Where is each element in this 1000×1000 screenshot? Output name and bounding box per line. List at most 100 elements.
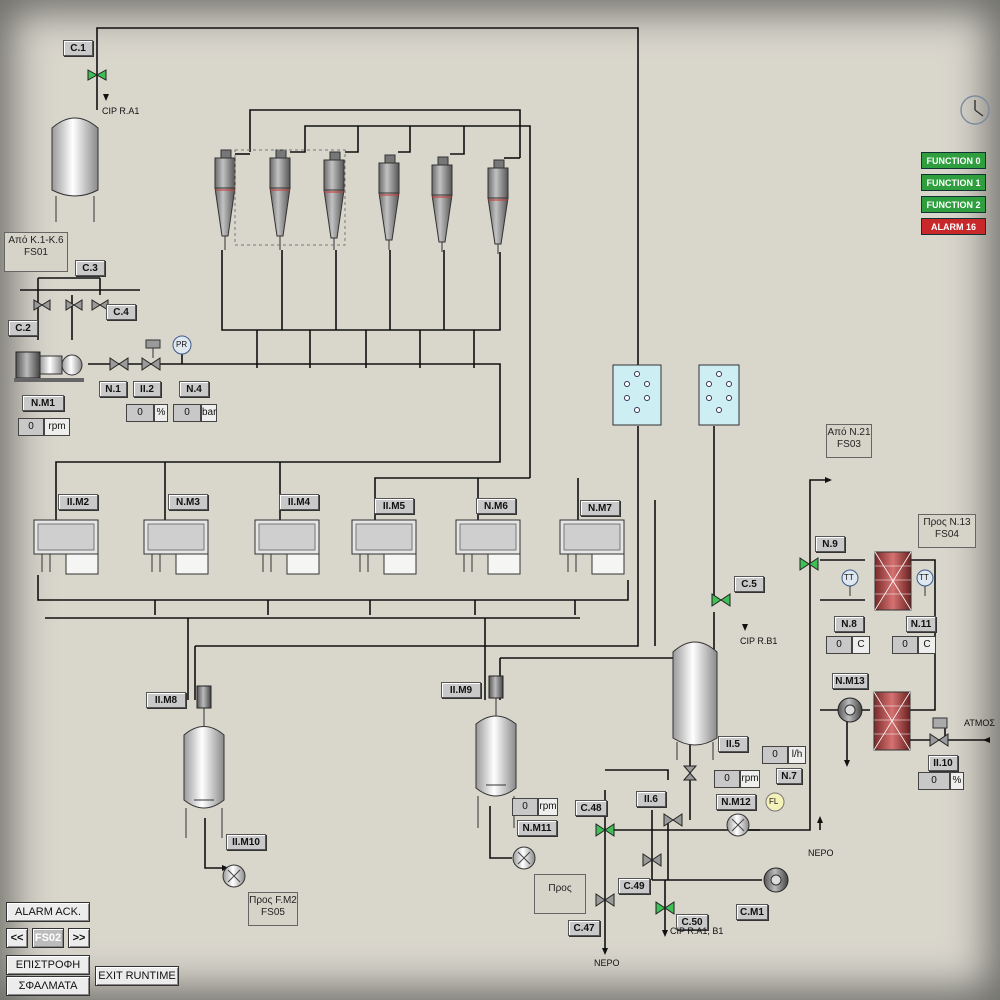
tag-nm5[interactable]: II.M5 — [374, 498, 414, 514]
tag-c3[interactable]: C.3 — [75, 260, 105, 276]
tag-nm10[interactable]: II.M10 — [226, 834, 266, 850]
filter-box-1 — [612, 364, 662, 426]
tag-c49[interactable]: C.49 — [618, 878, 650, 894]
pump-nm11 — [512, 846, 536, 870]
value-n7-flow: 0 — [762, 746, 788, 764]
status-function-1: FUNCTION 1 — [921, 174, 986, 191]
cyclone-5 — [431, 156, 453, 252]
dryer-unit-5 — [455, 519, 521, 575]
valves — [33, 69, 949, 915]
label-cip-b1: CIP R.B1 — [740, 636, 778, 646]
tag-n11[interactable]: N.11 — [906, 616, 936, 632]
label-atmos: ΑΤΜΟΣ — [964, 718, 995, 728]
value-n10-opening: 0 — [918, 772, 950, 790]
valve-c49 — [642, 853, 662, 867]
unit-nm1-speed: rpm — [44, 418, 70, 436]
value-nm1-speed: 0 — [18, 418, 44, 436]
tag-n9[interactable]: N.9 — [815, 536, 845, 552]
heat-exchanger-1 — [874, 551, 912, 611]
alarm-ack-button[interactable]: ALARM ACK. — [6, 902, 90, 922]
tag-c5[interactable]: C.5 — [734, 576, 764, 592]
label-nero-1: ΝΕΡΟ — [808, 848, 834, 858]
tag-nm1[interactable]: N.M1 — [22, 395, 64, 411]
tag-nm8[interactable]: II.M8 — [146, 692, 186, 708]
tag-c1[interactable]: C.1 — [63, 40, 93, 56]
valve-k1 — [65, 299, 83, 311]
unit-nm12-speed: rpm — [740, 770, 760, 788]
unit-nm11-speed: rpm — [538, 798, 558, 816]
mixer-nm8 — [183, 685, 225, 838]
valve-n9 — [799, 557, 819, 571]
value-n8-temp: 0 — [826, 636, 852, 654]
status-alarm-16: ALARM 16 — [921, 218, 986, 235]
dryer-unit-3 — [254, 519, 320, 575]
tag-nm9[interactable]: II.M9 — [441, 682, 481, 698]
cyclone-3 — [323, 151, 345, 250]
dryer-units — [33, 519, 625, 575]
tag-c48[interactable]: C.48 — [575, 800, 607, 816]
unit-n8-temp: C — [852, 636, 870, 654]
cyclone-6 — [487, 159, 509, 254]
link-pros[interactable]: Προς — [534, 874, 586, 914]
valve-c3 — [33, 299, 51, 311]
pump-nm12 — [726, 813, 750, 837]
blower-cm1 — [763, 867, 789, 893]
unit-n2-opening: % — [154, 404, 168, 422]
prev-screen-button[interactable]: << — [6, 928, 28, 948]
tag-nm12[interactable]: N.M12 — [716, 794, 756, 810]
back-button[interactable]: ΕΠΙΣΤΡΟΦΗ — [6, 955, 90, 975]
value-n2-opening: 0 — [126, 404, 154, 422]
tag-c2[interactable]: C.2 — [8, 320, 38, 336]
unit-n4-pressure: bar — [201, 404, 217, 422]
tag-n10[interactable]: II.10 — [928, 755, 958, 771]
tag-c47[interactable]: C.47 — [568, 920, 600, 936]
tag-n8[interactable]: N.8 — [834, 616, 864, 632]
cyclone-group-outline — [234, 149, 346, 246]
tag-cm1[interactable]: C.M1 — [736, 904, 768, 920]
valve-n5 — [682, 765, 698, 781]
status-function-2: FUNCTION 2 — [921, 196, 986, 213]
mixer-nm9 — [475, 675, 517, 828]
tag-n1[interactable]: N.1 — [99, 381, 127, 397]
clock-icon — [960, 95, 990, 125]
heat-exchanger-2 — [873, 691, 911, 751]
tag-nm4[interactable]: II.M4 — [279, 494, 319, 510]
tag-nm2[interactable]: II.M2 — [58, 494, 98, 510]
valve-n2 — [141, 357, 161, 371]
blower-nm13 — [837, 697, 863, 723]
tag-n4[interactable]: N.4 — [179, 381, 209, 397]
cyclone-1 — [214, 149, 236, 250]
tag-n7[interactable]: N.7 — [776, 768, 802, 784]
exit-runtime-button[interactable]: EXIT RUNTIME — [95, 966, 179, 986]
tag-n5[interactable]: II.5 — [718, 736, 748, 752]
tag-c4[interactable]: C.4 — [106, 304, 136, 320]
label-cip-a1-b1: CIP R.A1, B1 — [670, 926, 724, 936]
dryer-unit-1 — [33, 519, 99, 575]
tag-nm11[interactable]: N.M11 — [517, 820, 557, 836]
value-n4-pressure: 0 — [173, 404, 201, 422]
valve-c47 — [595, 893, 615, 907]
errors-button[interactable]: ΣΦΑΛΜΑΤΑ — [6, 976, 90, 996]
tag-nm7[interactable]: N.M7 — [580, 500, 620, 516]
value-n11-temp: 0 — [892, 636, 918, 654]
tag-nm3[interactable]: N.M3 — [168, 494, 208, 510]
tag-nm6[interactable]: N.M6 — [476, 498, 516, 514]
tag-n6[interactable]: II.6 — [636, 791, 666, 807]
dryer-unit-2 — [143, 519, 209, 575]
tag-nm13[interactable]: N.M13 — [832, 673, 868, 689]
label-tt-2: TT — [919, 573, 929, 582]
value-nm11-speed: 0 — [512, 798, 538, 816]
unit-n11-temp: C — [918, 636, 936, 654]
value-nm12-speed: 0 — [714, 770, 740, 788]
cip-tank-b1 — [672, 641, 718, 760]
next-screen-button[interactable]: >> — [68, 928, 90, 948]
label-cip-a1: CIP R.A1 — [102, 106, 140, 116]
tag-n2[interactable]: II.2 — [133, 381, 161, 397]
pump-nm10 — [222, 864, 246, 888]
pipelines — [20, 27, 990, 950]
tag-c50[interactable]: C.50 — [676, 914, 708, 930]
